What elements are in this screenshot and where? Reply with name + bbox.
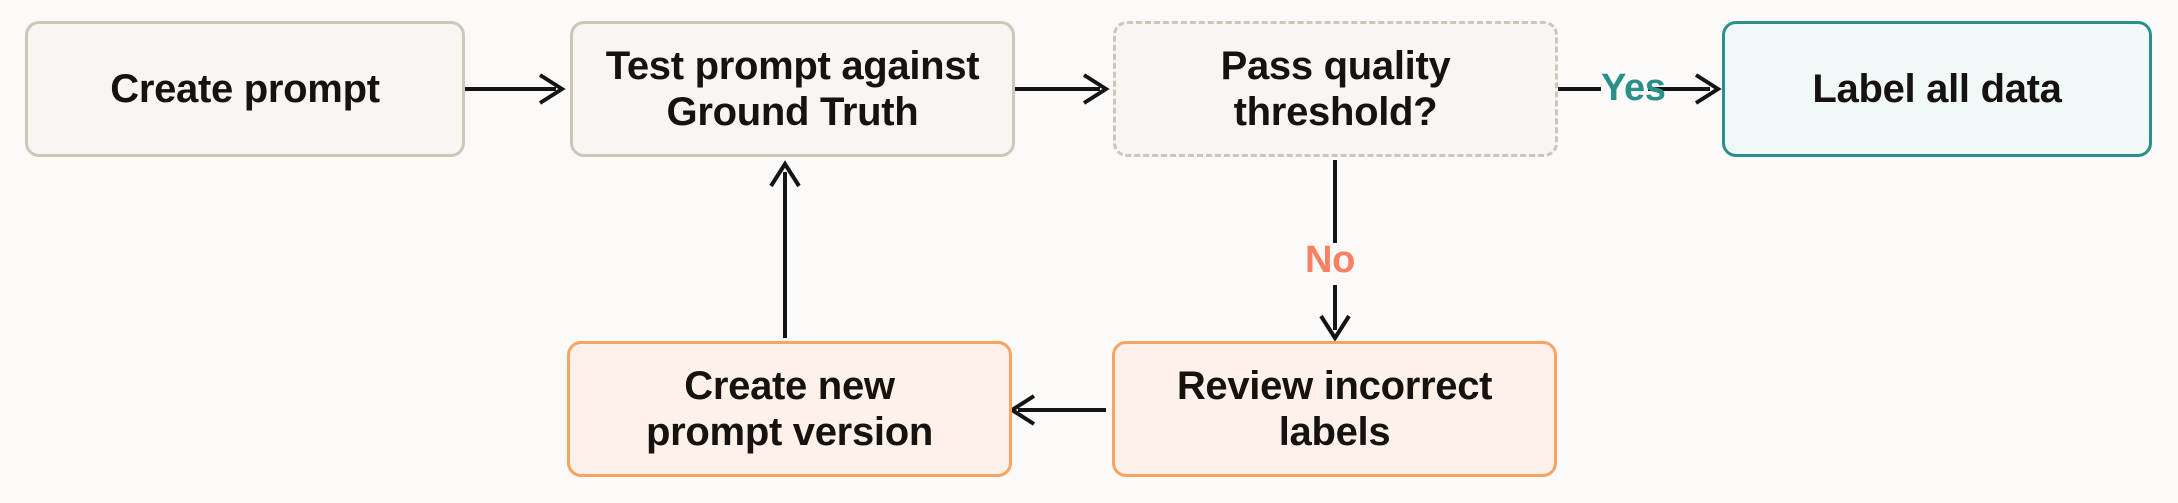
connector-review-to-new-version — [1008, 394, 1106, 426]
node-create-new-prompt-version[interactable]: Create new prompt version — [567, 341, 1012, 477]
connector-new-version-to-test — [769, 160, 801, 338]
edge-label-no: No — [1305, 239, 1356, 281]
connector-test-to-decision — [1015, 73, 1110, 105]
node-test-prompt[interactable]: Test prompt against Ground Truth — [570, 21, 1015, 157]
node-create-prompt[interactable]: Create prompt — [25, 21, 465, 157]
node-label-all-data[interactable]: Label all data — [1722, 21, 2152, 157]
edge-label-yes: Yes — [1601, 67, 1666, 109]
connector-create-to-test — [464, 73, 566, 105]
node-pass-quality-threshold[interactable]: Pass quality threshold? — [1113, 21, 1558, 157]
node-review-incorrect-labels[interactable]: Review incorrect labels — [1112, 341, 1557, 477]
